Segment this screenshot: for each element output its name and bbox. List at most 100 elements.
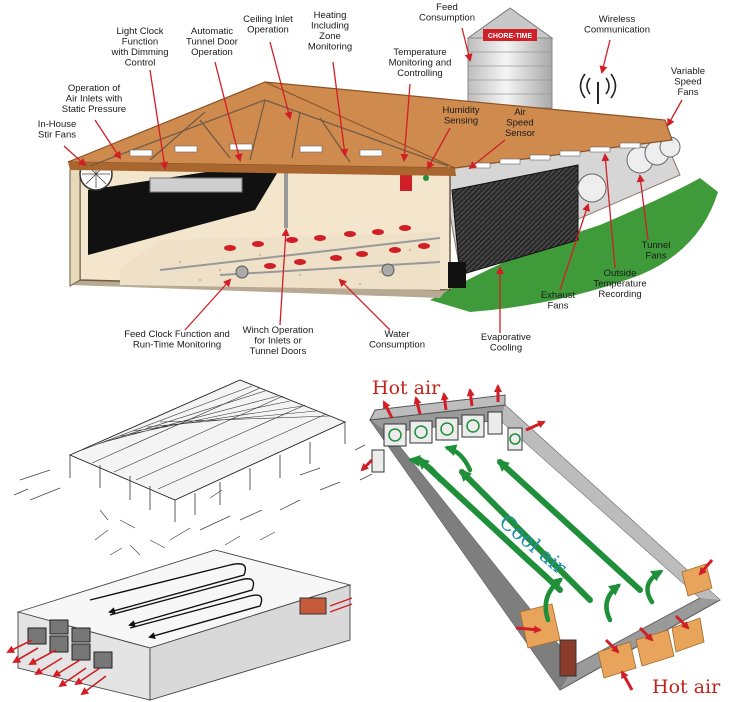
label-line: Fans xyxy=(547,301,568,312)
label-line: Static Pressure xyxy=(62,104,126,115)
label-line: Fans xyxy=(677,87,698,98)
end-wall-fans xyxy=(27,619,113,669)
tunnel-fans-end-wall xyxy=(371,411,523,473)
label-line: Sensing xyxy=(444,116,478,127)
callout-line-outside-temperature xyxy=(601,153,616,269)
label-line: Feed Clock Function and xyxy=(124,329,230,340)
callout-line-water-consumption xyxy=(338,278,391,331)
shed-tunnel-drawing xyxy=(6,549,353,701)
wireless-antenna xyxy=(579,73,617,104)
label-line: for Inlets or xyxy=(254,336,302,347)
label-line: Variable xyxy=(671,66,705,77)
label-line: Humidity xyxy=(443,105,480,116)
label-line: Heating xyxy=(314,10,347,21)
label-line: Tunnel xyxy=(642,240,671,251)
control-panel xyxy=(400,175,412,191)
label-line: with Dimming xyxy=(110,47,168,58)
label-line: Operation of xyxy=(68,83,121,94)
label-line: In-House xyxy=(38,119,77,130)
callout-line-feed-clock-runtime xyxy=(184,278,232,331)
label-line: Controlling xyxy=(397,68,442,79)
label-line: Temperature xyxy=(393,47,446,58)
label-line: Wireless xyxy=(599,14,636,25)
label-line: Feed xyxy=(436,2,458,13)
label-line: Air Inlets with xyxy=(66,94,123,105)
callout-line-variable-speed-fans xyxy=(667,99,683,127)
label-line: Control xyxy=(125,58,156,69)
label-line: Monitoring and xyxy=(389,58,452,69)
callout-line-heating-zone-monitoring xyxy=(332,61,349,157)
callout-line-temperature-monitoring xyxy=(400,83,411,162)
label-line: Recording xyxy=(598,289,641,300)
label-line: Speed xyxy=(506,118,533,129)
label-line: Outside xyxy=(604,268,637,279)
label-line: Air xyxy=(514,107,526,118)
label-line: Consumption xyxy=(369,340,425,351)
feeder-pans xyxy=(224,225,430,269)
callout-line-light-clock-dimming xyxy=(149,69,169,170)
callout-line-in-house-stir-fans xyxy=(63,145,87,167)
callout-line-air-inlets-static-pressure xyxy=(94,119,122,160)
label-line: Run-Time Monitoring xyxy=(133,340,221,351)
grass xyxy=(430,178,718,312)
top-house-diagram: CHORE-TIME xyxy=(38,2,718,357)
hot-air-bottom-label: Hot air xyxy=(652,676,721,698)
door xyxy=(559,639,577,677)
label-line: Zone xyxy=(319,31,341,42)
callout-line-air-speed-sensor xyxy=(468,139,506,170)
label-line: Cooling xyxy=(490,343,522,354)
label-line: Temperature xyxy=(593,279,646,290)
label-line: Including xyxy=(311,21,349,32)
callout-line-winch-operation xyxy=(279,228,290,326)
label-line: Communication xyxy=(584,25,650,36)
label-line: Ceiling Inlet xyxy=(243,14,293,25)
callout-line-ceiling-inlet-operation xyxy=(269,41,293,120)
silo-brand: CHORE-TIME xyxy=(488,33,533,40)
label-line: Sensor xyxy=(505,128,535,139)
label-line: Water xyxy=(385,329,410,340)
label-line: Tunnel Door xyxy=(186,37,238,48)
label-line: Operation xyxy=(247,25,289,36)
label-line: Automatic xyxy=(191,26,233,37)
heater-left xyxy=(149,177,243,193)
airflow-diagram: Hot air Cool air Hot air xyxy=(360,377,721,698)
label-line: Function xyxy=(122,37,158,48)
label-line: Evaporative xyxy=(481,332,531,343)
feed-silo: CHORE-TIME xyxy=(466,7,554,109)
side-cooling-pad xyxy=(299,597,327,615)
label-line: Monitoring xyxy=(308,42,352,53)
label-line: Operation xyxy=(191,47,233,58)
label-line: Exhaust xyxy=(541,290,576,301)
label-line: Tunnel Doors xyxy=(250,346,307,357)
label-line: Speed xyxy=(674,77,701,88)
evaporative-cooling-pad xyxy=(451,164,579,276)
label-line: Winch Operation xyxy=(243,325,314,336)
callout-line-humidity-sensing xyxy=(427,127,451,170)
callout-line-feed-consumption xyxy=(461,27,473,62)
label-line: Stir Fans xyxy=(38,130,76,141)
steel-frame-drawing xyxy=(13,379,373,556)
label-line: Fans xyxy=(645,251,666,262)
label-line: Light Clock xyxy=(117,26,164,37)
callout-line-tunnel-fans xyxy=(636,174,649,241)
callout-line-exhaust-fans xyxy=(559,203,590,291)
